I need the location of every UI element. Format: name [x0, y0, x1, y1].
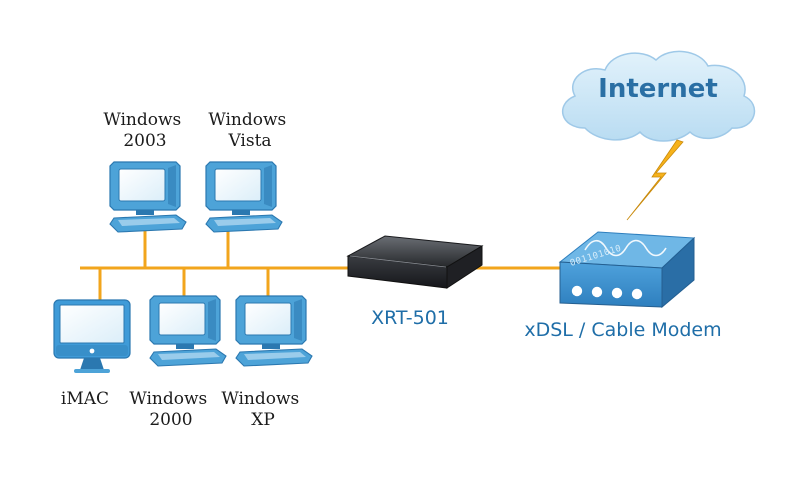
client-label-line1: iMAC [61, 389, 109, 409]
modem: 001101010 xDSL / Cable Modem [524, 231, 722, 341]
client-label-line1: Windows [208, 110, 286, 130]
client-computers [53, 161, 313, 373]
client-label-windows-2003: Windows 2003 [103, 110, 186, 151]
modem-label: xDSL / Cable Modem [524, 319, 721, 341]
router: XRT-501 [346, 235, 484, 329]
computer-windows-2000 [149, 295, 227, 367]
desktop-computer-icon [205, 161, 283, 233]
computer-windows-2003 [109, 161, 187, 233]
client-label-line1: Windows [129, 389, 207, 409]
router-icon [346, 235, 484, 289]
client-label-line1: Windows [103, 110, 181, 130]
client-label-windows-2000: Windows 2000 [129, 389, 212, 430]
computer-imac [53, 299, 131, 373]
imac-icon [53, 299, 131, 373]
client-label-line2: 2000 [149, 410, 192, 430]
modem-led-1 [571, 285, 583, 297]
modem-led-2 [591, 286, 603, 298]
desktop-computer-icon [235, 295, 313, 367]
desktop-computer-icon [149, 295, 227, 367]
computer-windows-xp [235, 295, 313, 367]
client-label-line2: Vista [227, 131, 271, 151]
client-label-imac: iMAC [61, 389, 109, 409]
internet-label: Internet [598, 74, 718, 104]
client-label-line2: 2003 [123, 131, 166, 151]
client-label-line1: Windows [221, 389, 299, 409]
client-label-line2: XP [251, 410, 275, 430]
client-label-windows-xp: Windows XP [221, 389, 304, 430]
internet-cloud: Internet [561, 50, 756, 142]
modem-led-4 [631, 288, 643, 300]
modem-led-3 [611, 287, 623, 299]
client-labels: Windows 2003 Windows Vista iMAC Windows … [61, 110, 304, 430]
router-label: XRT-501 [371, 307, 449, 329]
cloud-icon [561, 50, 756, 142]
network-bus [80, 230, 560, 302]
computer-windows-vista [205, 161, 283, 233]
modem-icon [558, 231, 696, 309]
client-label-windows-vista: Windows Vista [208, 110, 291, 151]
lightning-icon [626, 139, 684, 221]
desktop-computer-icon [109, 161, 187, 233]
